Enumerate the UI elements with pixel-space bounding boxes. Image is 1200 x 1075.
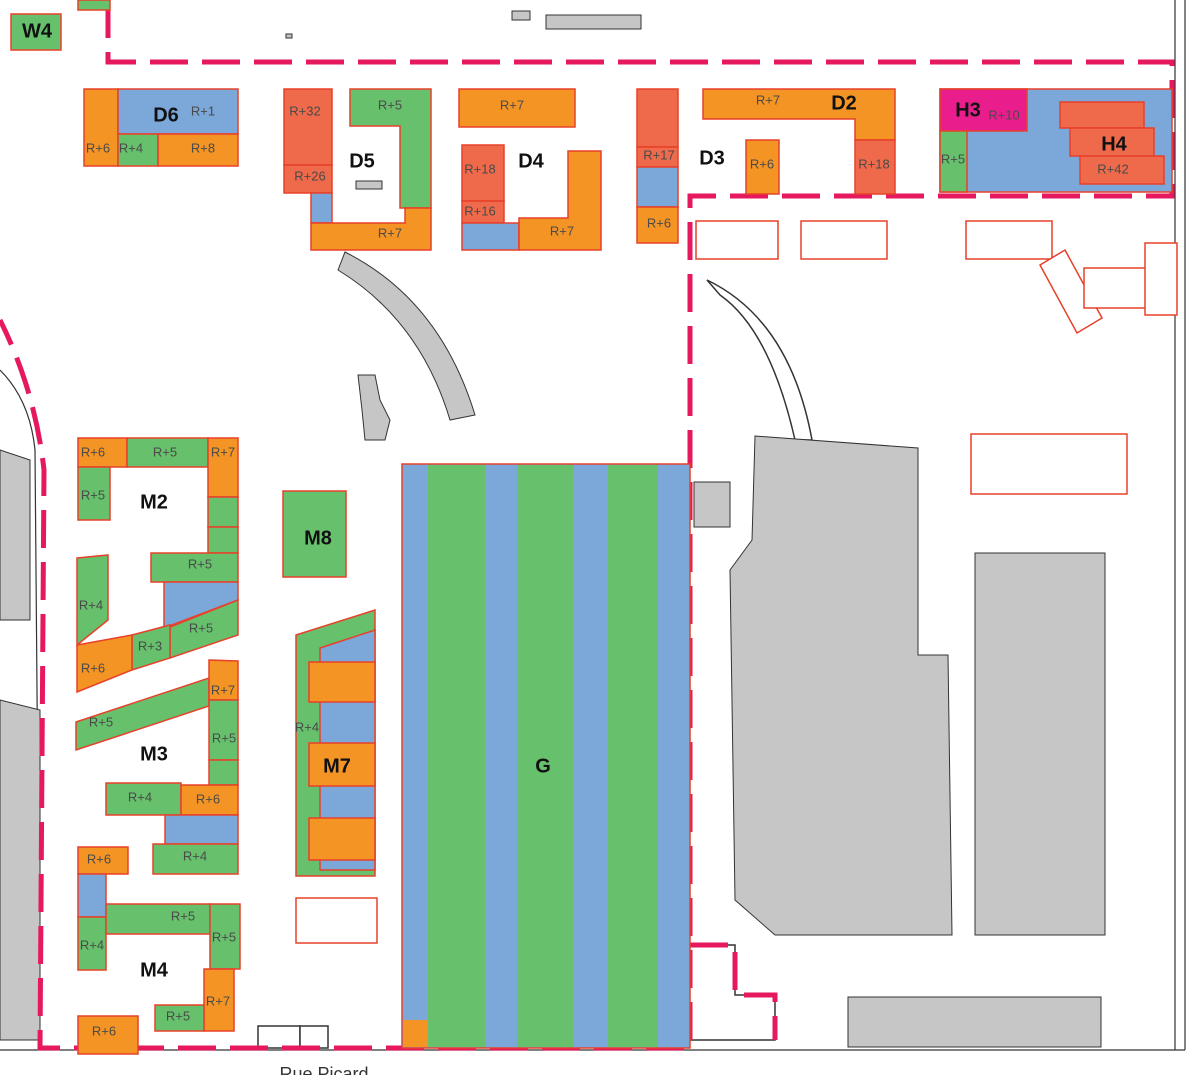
height-label: R+8 bbox=[191, 140, 215, 155]
height-label: R+5 bbox=[212, 929, 236, 944]
label-d2: D2 bbox=[831, 92, 857, 114]
label-d3: D3 bbox=[699, 147, 725, 169]
height-label: R+6 bbox=[196, 791, 220, 806]
context-outlines bbox=[0, 0, 1186, 1051]
height-label: R+5 bbox=[212, 730, 236, 745]
label-m3: M3 bbox=[140, 743, 168, 765]
height-label: R+42 bbox=[1097, 161, 1128, 176]
height-label: R+5 bbox=[89, 714, 113, 729]
height-label: R+5 bbox=[81, 487, 105, 502]
height-label: R+5 bbox=[378, 97, 402, 112]
label-d4: D4 bbox=[518, 150, 544, 172]
height-label: R+7 bbox=[550, 223, 574, 238]
height-label: R+7 bbox=[500, 97, 524, 112]
height-label: R+5 bbox=[189, 620, 213, 635]
height-label: R+4 bbox=[128, 789, 152, 804]
height-label: R+4 bbox=[79, 597, 103, 612]
label-w4: W4 bbox=[22, 20, 53, 42]
block-g-stripes bbox=[401, 463, 691, 1049]
height-label: R+4 bbox=[119, 140, 143, 155]
height-label: R+7 bbox=[756, 92, 780, 107]
height-labels: R+1 R+6 R+4 R+8 R+32 R+26 R+5 R+7 R+7 R+… bbox=[79, 92, 1129, 1038]
label-g: G bbox=[535, 755, 551, 777]
height-label: R+7 bbox=[211, 682, 235, 697]
height-label: R+6 bbox=[81, 660, 105, 675]
block-w4 bbox=[10, 13, 62, 51]
height-label: R+18 bbox=[858, 156, 889, 171]
label-m4: M4 bbox=[140, 959, 169, 981]
height-label: R+5 bbox=[153, 444, 177, 459]
label-m2: M2 bbox=[140, 491, 168, 513]
block-m8 bbox=[282, 490, 347, 578]
height-label: R+16 bbox=[464, 203, 495, 218]
height-label: R+7 bbox=[211, 444, 235, 459]
height-label: R+5 bbox=[188, 556, 212, 571]
block-labels: W4 D6 D5 D4 D3 D2 H3 H4 M2 M8 M3 M7 M4 G bbox=[22, 20, 1128, 981]
label-h3: H3 bbox=[955, 99, 981, 121]
label-d6: D6 bbox=[153, 104, 179, 126]
height-label: R+17 bbox=[643, 147, 674, 162]
height-label: R+26 bbox=[294, 168, 325, 183]
height-label: R+4 bbox=[80, 937, 104, 952]
height-label: R+7 bbox=[206, 993, 230, 1008]
label-m8: M8 bbox=[304, 527, 332, 549]
height-label: R+1 bbox=[191, 103, 215, 118]
height-label: R+6 bbox=[750, 156, 774, 171]
height-label: R+6 bbox=[92, 1023, 116, 1038]
height-label: R+18 bbox=[464, 161, 495, 176]
height-label: R+6 bbox=[647, 215, 671, 230]
height-label: R+6 bbox=[81, 444, 105, 459]
height-label: R+10 bbox=[988, 107, 1019, 122]
street-label: Rue Picard bbox=[279, 1064, 368, 1075]
label-m7: M7 bbox=[323, 755, 351, 777]
height-label: R+5 bbox=[166, 1008, 190, 1023]
height-label: R+5 bbox=[941, 151, 965, 166]
height-label: R+6 bbox=[87, 851, 111, 866]
height-label: R+5 bbox=[171, 908, 195, 923]
height-label: R+7 bbox=[378, 225, 402, 240]
height-label: R+4 bbox=[183, 848, 207, 863]
label-d5: D5 bbox=[349, 150, 375, 172]
project-boundary bbox=[0, 0, 1175, 1051]
height-label: R+6 bbox=[86, 140, 110, 155]
height-label: R+32 bbox=[289, 103, 320, 118]
height-label: R+4 bbox=[295, 719, 319, 734]
label-h4: H4 bbox=[1101, 133, 1127, 155]
height-label: R+3 bbox=[138, 638, 162, 653]
